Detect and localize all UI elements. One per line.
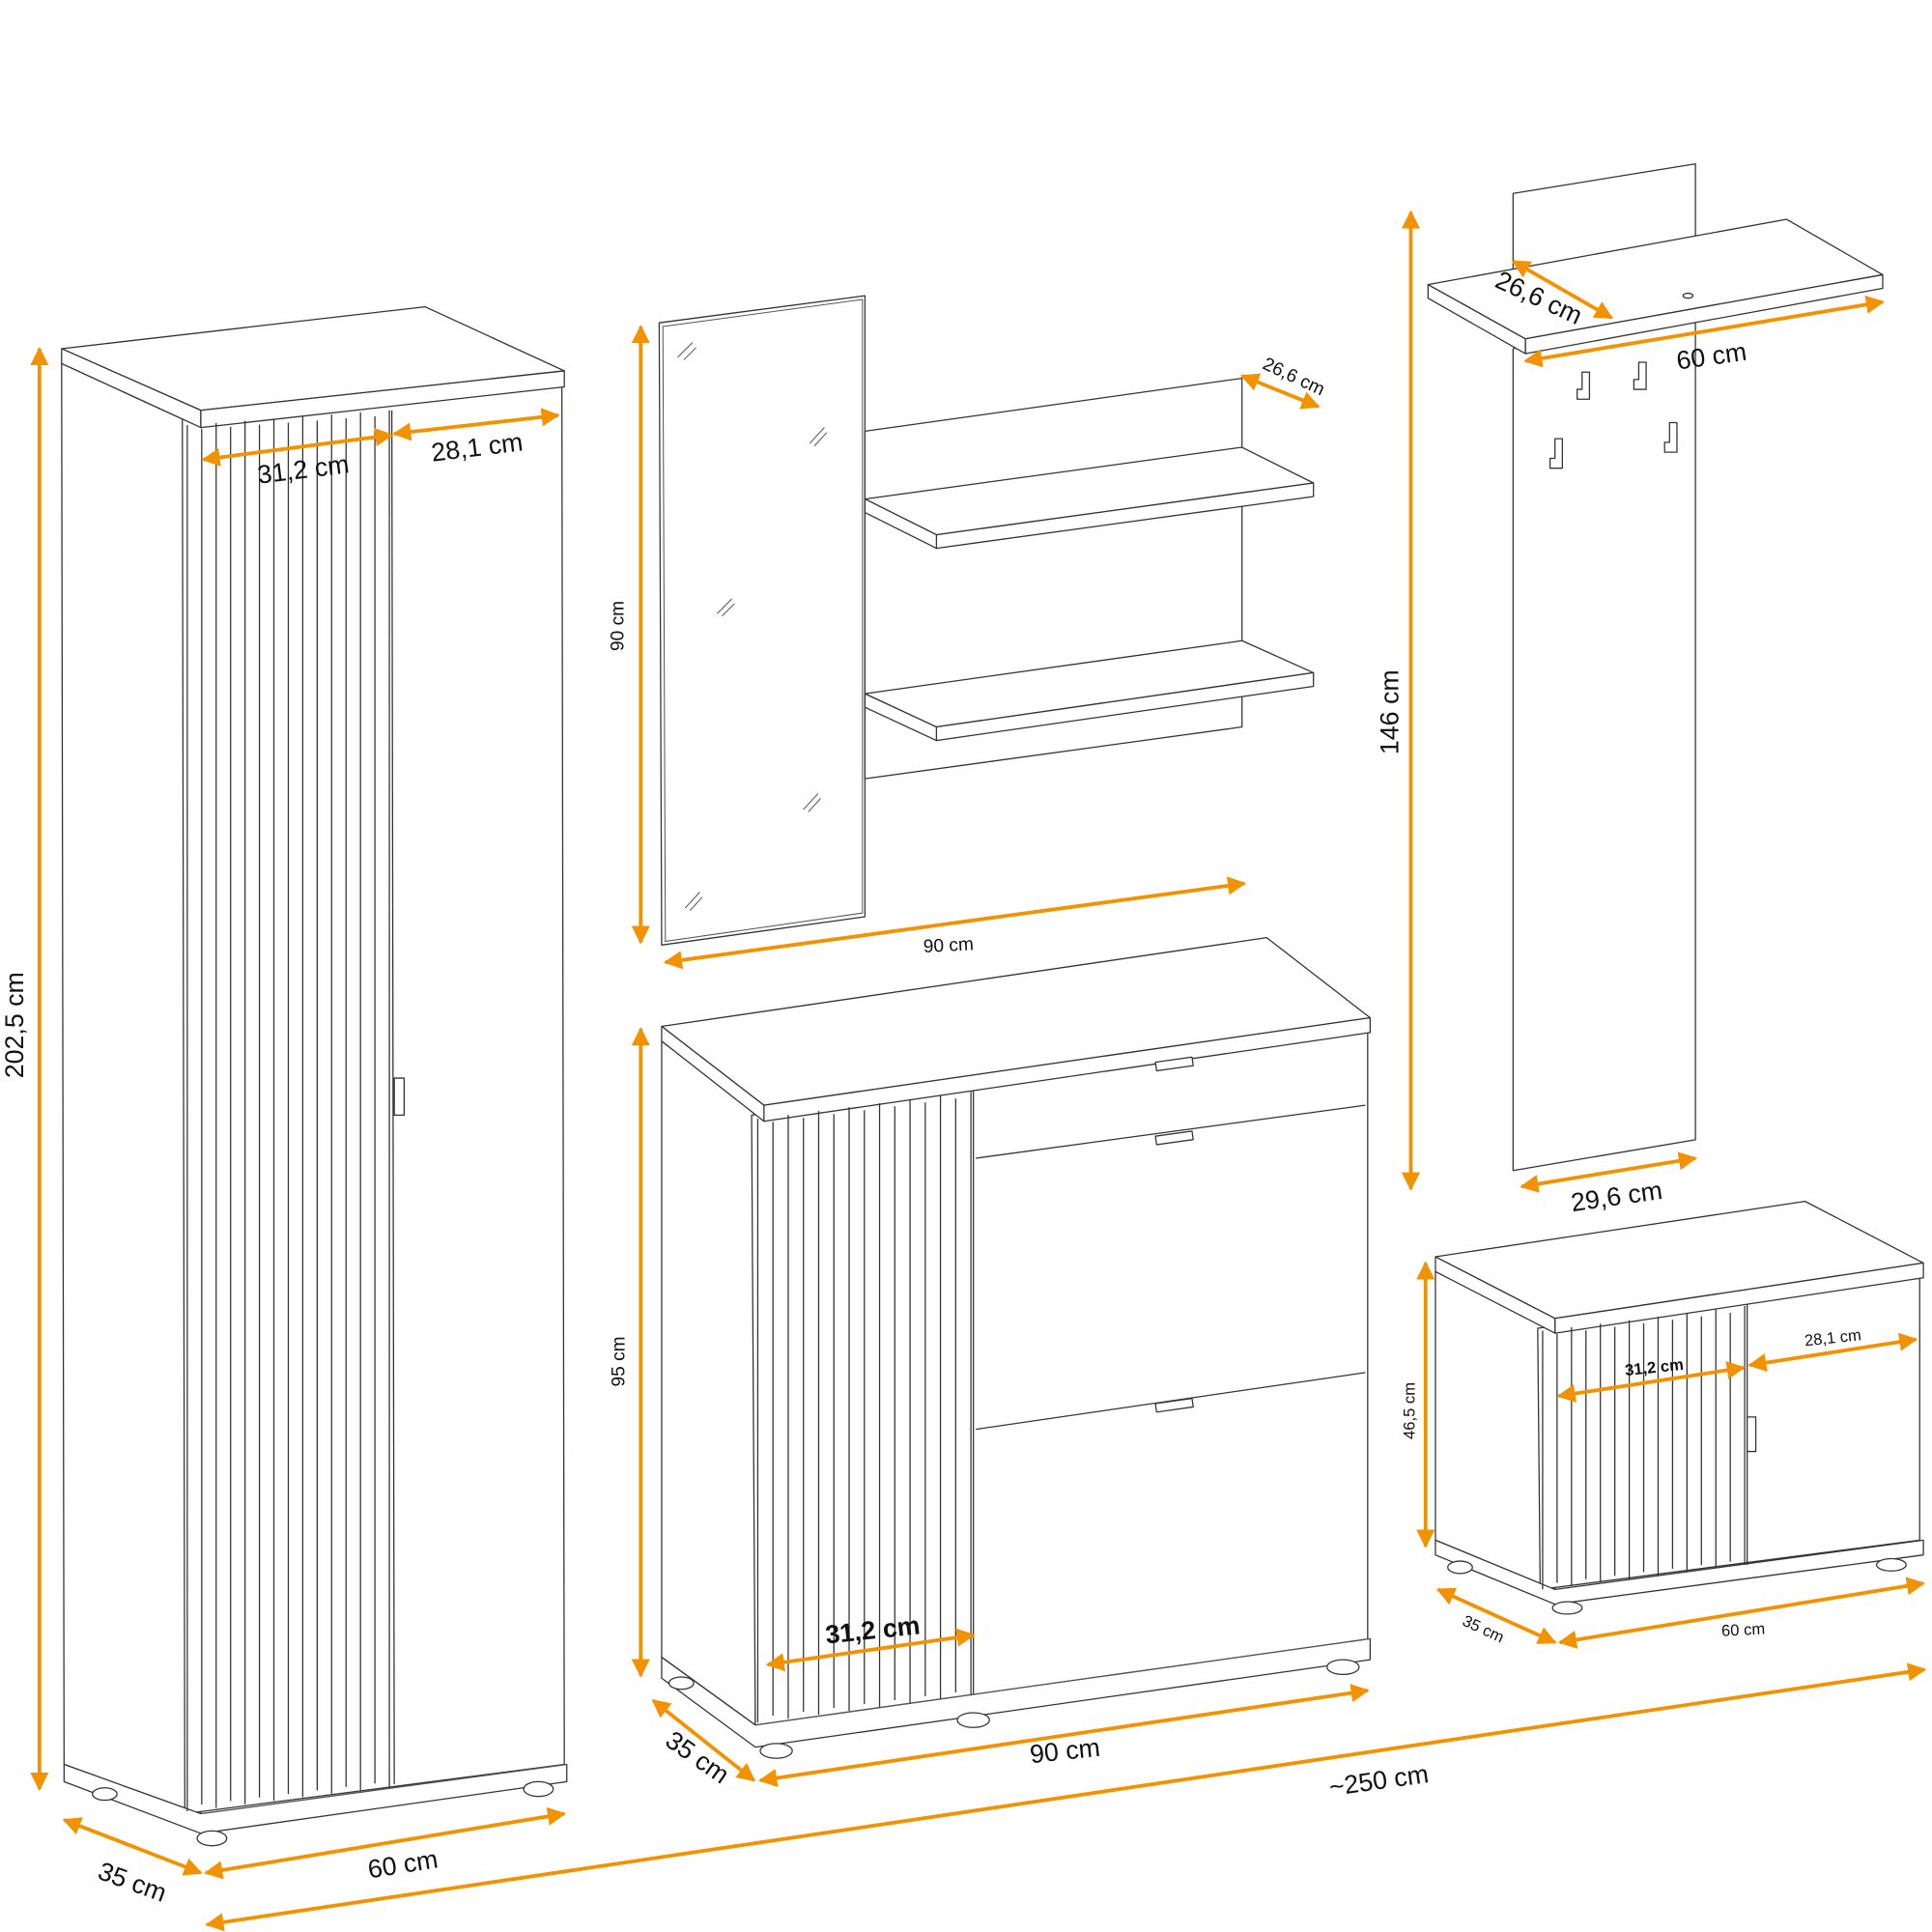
- dimension-arrows: [30, 210, 1927, 1932]
- label-wardrobe-height: 202,5 cm: [0, 972, 29, 1078]
- foot: [956, 1712, 990, 1728]
- coat-hooks: [1548, 361, 1678, 469]
- arrow-wardrobe-depth: [62, 1817, 203, 1876]
- label-total-width: ~250 cm: [1327, 1759, 1431, 1802]
- arrow-combo-width: [663, 876, 1247, 970]
- arrow-shelf-depth: [1239, 373, 1321, 410]
- shoe-cabinet-drawing: [661, 937, 1372, 1759]
- arrow-cabinet-width: [758, 1684, 1370, 1788]
- fluted-door: [186, 410, 390, 1811]
- arrow-bench-width: [1557, 1577, 1925, 1649]
- mirror-drawing: [658, 295, 867, 946]
- foot: [1326, 1659, 1360, 1676]
- foot: [1875, 1557, 1907, 1572]
- wardrobe-drawing: [61, 305, 568, 1847]
- label-rack-height: 146 cm: [1376, 669, 1405, 754]
- foot: [1447, 1560, 1473, 1575]
- label-combo-width: 90 cm: [923, 934, 974, 957]
- arrow-bench-depth: [1435, 1587, 1557, 1644]
- arrow-wardrobe-fluted: [201, 428, 394, 468]
- foot: [523, 1780, 554, 1798]
- label-cabinet-height: 95 cm: [610, 1336, 630, 1386]
- foot: [668, 1676, 695, 1690]
- door-handle: [393, 1077, 406, 1116]
- label-wardrobe-width: 60 cm: [366, 1844, 440, 1884]
- label-rack-panel-width: 29,6 cm: [1569, 1176, 1663, 1217]
- foot: [196, 1830, 228, 1847]
- arrow-cabinet-depth: [651, 1698, 756, 1782]
- foot: [92, 1787, 118, 1802]
- label-mirror-height: 90 cm: [608, 601, 628, 651]
- foot: [1551, 1601, 1583, 1615]
- arrow-wardrobe-plain: [392, 408, 560, 441]
- door-handle: [1747, 1416, 1757, 1453]
- wall-shelf-drawing: [864, 377, 1315, 780]
- label-bench-height: 46,5 cm: [1400, 1382, 1418, 1439]
- foot: [759, 1743, 793, 1759]
- arrow-total-width: [205, 1662, 1927, 1932]
- label-cabinet-width: 90 cm: [1029, 1733, 1102, 1769]
- arrow-rack-panel-width: [1520, 1151, 1697, 1193]
- label-bench-width: 60 cm: [1721, 1619, 1766, 1639]
- arrow-bench-fluted: [1556, 1360, 1746, 1403]
- label-shelf-depth: 26,6 cm: [1260, 355, 1328, 401]
- fluted-door: [756, 1092, 972, 1723]
- flap-handle: [1154, 1397, 1194, 1413]
- bench-drawing: [1435, 1200, 1924, 1615]
- arrow-bench-plain: [1747, 1332, 1918, 1373]
- arrow-cabinet-fluted: [765, 1628, 976, 1672]
- label-wardrobe-depth: 35 cm: [95, 1857, 171, 1908]
- flap-handle: [1154, 1130, 1194, 1146]
- arrow-rack-shelf-width: [1523, 295, 1885, 368]
- drawer-handle: [1154, 1056, 1194, 1072]
